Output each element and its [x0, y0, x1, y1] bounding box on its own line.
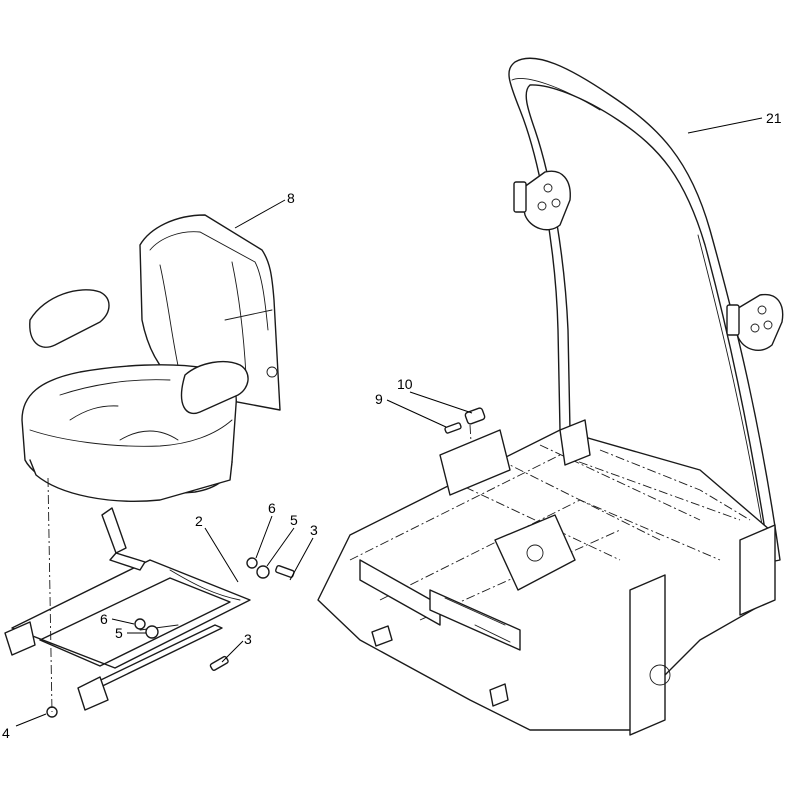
callout-3: 3	[310, 522, 318, 538]
callout-5: 5	[290, 512, 298, 528]
leader-3b	[221, 640, 244, 663]
washer-6b	[134, 618, 146, 630]
leader-6a	[255, 515, 273, 559]
chassis-frame	[317, 419, 776, 736]
seat	[21, 214, 281, 502]
callout-6: 6	[268, 500, 276, 516]
leader-4	[15, 713, 47, 727]
callout-6: 6	[100, 611, 108, 627]
washer-5a	[256, 565, 270, 579]
callout-5: 5	[115, 625, 123, 641]
callout-3: 3	[244, 631, 252, 647]
bolt-3a	[275, 564, 295, 578]
spacer-10	[464, 407, 486, 425]
callout-2: 2	[195, 513, 203, 529]
leader-3a	[289, 537, 314, 581]
bolt-9	[444, 422, 462, 434]
seat-mount-rails	[4, 507, 251, 711]
callout-9: 9	[375, 391, 383, 407]
callout-10: 10	[397, 376, 413, 392]
callout-labels: 21 8 10 9 2 6 5 3 6 5 3 4	[2, 110, 782, 741]
leader-9	[386, 399, 447, 428]
leader-2	[204, 527, 239, 583]
leader-6b	[111, 618, 135, 625]
callout-8: 8	[287, 190, 295, 206]
leader-10	[409, 391, 473, 414]
roll-bar	[508, 57, 784, 563]
roll-bar-lower-bracket	[726, 293, 784, 351]
callout-4: 4	[2, 725, 10, 741]
leader-5a	[266, 527, 295, 567]
washer-5b	[145, 625, 159, 639]
washer-6a	[246, 557, 258, 569]
roll-bar-upper-bracket	[513, 170, 571, 231]
leader-21	[687, 117, 763, 134]
leader-8	[234, 199, 286, 229]
callout-21: 21	[766, 110, 782, 126]
leader-lines	[15, 117, 763, 727]
